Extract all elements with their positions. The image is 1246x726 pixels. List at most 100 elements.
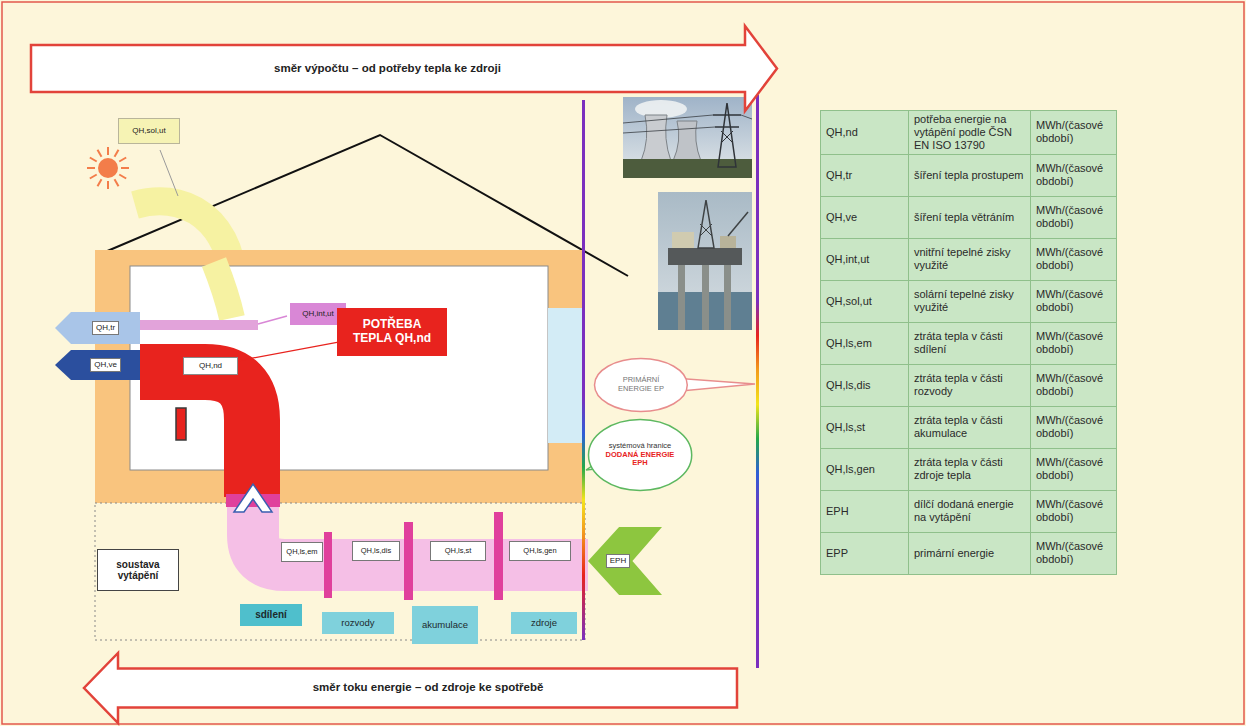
table-text: šíření tepla prostupem: [914, 169, 1025, 182]
node-text: QH,ls,dis: [361, 547, 391, 556]
node-text: QH,nd: [199, 361, 222, 370]
leader-line: [258, 316, 287, 324]
oil-rig-picture: [668, 248, 742, 265]
node-text: QH,sol,ut: [132, 126, 165, 135]
oil-rig-picture: [658, 192, 752, 330]
table-text: QH,ve: [826, 211, 903, 224]
power-plant-picture: [623, 97, 752, 178]
node-text: QH,ls,gen: [523, 547, 556, 556]
radiator-symbol: [176, 408, 186, 440]
table-text: primární energie: [914, 547, 1025, 560]
text-group: QH,sol,ut: [132, 126, 165, 135]
power-plant-picture: [623, 159, 752, 178]
table-row: QH,ls,st ztráta tepla v části akumulaceMW…: [821, 406, 1117, 448]
oil-rig-picture: [658, 192, 752, 330]
solar-gain-band: [214, 262, 232, 318]
arrow-outline: [55, 312, 140, 344]
table-cell: MWh/(časové období): [1031, 532, 1117, 574]
table-text: dílčí dodaná energie na vytápění: [914, 498, 1025, 524]
node-text: PRIMÁRNÍ ENERGIE EP: [610, 376, 672, 393]
pipe-divider: [404, 522, 413, 600]
table-cell: potřeba energie na vytápění podle ČSN EN…: [909, 111, 1031, 155]
node-text: rozvody: [341, 618, 374, 629]
oil-rig-picture: [720, 236, 736, 248]
table-text: MWh/(časové období): [1036, 414, 1111, 440]
table-cell: ztráta tepla v části sdílení: [909, 322, 1031, 364]
table-cell: primární energie: [909, 532, 1031, 574]
table-cell: QH,int,ut: [821, 238, 909, 280]
loss-box: QH,ls,dis: [352, 541, 400, 561]
table-cell: EPP: [821, 532, 909, 574]
node-text: QH,ls,em: [286, 548, 317, 557]
node-text: QH,tr: [92, 321, 119, 334]
table-cell: QH,nd: [821, 111, 909, 155]
table-row: QH,tr šíření tepla prostupem MWh/(časové o…: [821, 154, 1117, 196]
sun-ray: [107, 181, 109, 189]
system-boundary-line: [756, 95, 759, 668]
direction-arrow: směr výpočtu – od potřeby tepla ke zdroj…: [30, 25, 778, 112]
table-text: šíření tepla větráním: [914, 211, 1025, 224]
oil-rig-picture: [728, 212, 748, 236]
pipe-divider: [494, 512, 503, 600]
stage-label: sdílení: [240, 604, 302, 626]
table-cell: QH,ls,st: [821, 406, 909, 448]
stage-label: akumulace: [412, 606, 478, 644]
text-group: sdílení: [255, 609, 287, 621]
direction-arrow: směr toku energie – od zdroje ke spotřeb…: [83, 652, 738, 724]
table-text: EPH: [826, 505, 903, 518]
oil-rig-picture: [702, 262, 709, 330]
sun-ray: [90, 158, 97, 162]
table-cell: šíření tepla prostupem: [909, 154, 1031, 196]
text-group: QH,nd: [199, 361, 222, 370]
sun-ray: [107, 147, 109, 155]
node-text: QH,ls,st: [445, 547, 472, 556]
loss-box: QH,ls,st: [430, 541, 486, 561]
sun-ray: [98, 150, 102, 157]
table-row: QH,ls,genztráta tepla v části zdroje tep…: [821, 448, 1117, 490]
table-cell: QH,sol,ut: [821, 280, 909, 322]
text-group: směr toku energie – od zdroje ke spotřeb…: [310, 680, 547, 695]
node-text: sdílení: [255, 609, 287, 621]
leader-line: [160, 150, 178, 196]
pipe-divider: [324, 532, 332, 598]
table-row: QH,ndpotřeba energie na vytápění podle Č…: [821, 111, 1117, 155]
table-text: ztráta tepla v části zdroje tepla: [914, 456, 1025, 482]
table-text: MWh/(časové období): [1036, 162, 1111, 188]
table-cell: MWh/(časové období): [1031, 111, 1117, 155]
text-group: soustava vytápění: [102, 559, 174, 582]
node-text: EPH: [606, 554, 630, 567]
table-cell: MWh/(časové období): [1031, 364, 1117, 406]
arrow-outline: [588, 527, 662, 595]
callout-ellipse: PRIMÁRNÍ ENERGIE EP: [593, 357, 689, 413]
table-text: MWh/(časové období): [1036, 540, 1111, 566]
table-text: QH,ls,dis: [826, 379, 903, 392]
table-row: QH,ls,dis ztráta tepla v části rozvodyMWh…: [821, 364, 1117, 406]
sun-ray: [119, 158, 126, 162]
table-cell: QH,ls,dis: [821, 364, 909, 406]
table-text: potřeba energie na vytápění podle ČSN EN…: [914, 113, 1025, 152]
text-group: POTŘEBA TEPLA QH,nd: [342, 318, 442, 346]
table-cell: ztráta tepla v části rozvody: [909, 364, 1031, 406]
symbol-table-grid: QH,ndpotřeba energie na vytápění podle Č…: [820, 110, 1117, 575]
table-cell: vnitřní tepelné zisky využité: [909, 238, 1031, 280]
node-text: směr toku energie – od zdroje ke spotřeb…: [310, 680, 547, 695]
table-text: QH,ls,st: [826, 421, 903, 434]
power-plant-picture: [721, 131, 733, 143]
system-label-box: soustava vytápění: [97, 549, 179, 591]
table-cell: ztráta tepla v části akumulace: [909, 406, 1031, 448]
loss-box: QH,ls,em: [281, 542, 323, 562]
sun-ray: [115, 179, 119, 186]
sun-ray: [119, 175, 126, 179]
table-text: QH,int,ut: [826, 253, 903, 266]
window: [548, 308, 585, 443]
node-text: QH,int,ut: [302, 309, 334, 318]
table-cell: MWh/(časové období): [1031, 406, 1117, 448]
table-cell: QH,ls,em: [821, 322, 909, 364]
system-boundary-line: [582, 100, 585, 640]
heat-loss-arrow: QH,ve: [55, 350, 140, 380]
table-text: MWh/(časové období): [1036, 119, 1111, 145]
power-plant-picture: [641, 115, 671, 161]
table-text: MWh/(časové období): [1036, 288, 1111, 314]
table-cell: QH,tr: [821, 154, 909, 196]
